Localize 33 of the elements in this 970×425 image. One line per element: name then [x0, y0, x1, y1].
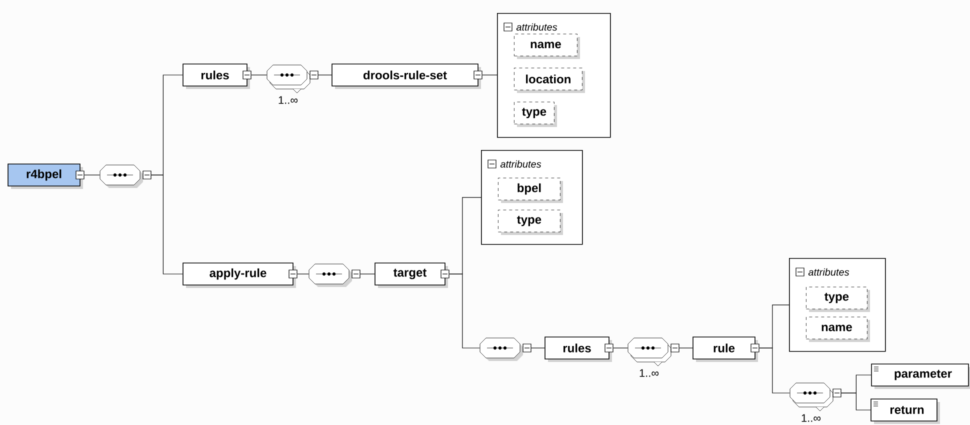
connector-line [759, 348, 790, 394]
element-box: rule [692, 336, 760, 362]
connector-line [449, 274, 480, 348]
connector-line [840, 392, 871, 410]
element-box: apply-rule [182, 262, 298, 288]
simple-element-box: parameter [871, 364, 970, 389]
sequence-compositor [308, 264, 360, 287]
sequence-compositor: 1..∞ [790, 382, 842, 422]
connector-line [251, 74, 268, 76]
element-box: target [374, 262, 450, 288]
attribute-box: type [498, 210, 563, 235]
node-label: 1..∞ [802, 414, 821, 422]
connector-line [318, 74, 332, 76]
element-box: drools-rule-set [332, 64, 482, 89]
attribute-box: type [806, 286, 870, 312]
attribute-box: bpel [498, 178, 563, 203]
attribute-box: name [806, 316, 870, 342]
element-box: rules [182, 64, 252, 89]
sequence-compositor [100, 164, 152, 188]
attribute-box: name [514, 34, 580, 59]
sequence-compositor: 1..∞ [266, 64, 318, 104]
connector-line [150, 174, 183, 274]
root-element-box: r4bpel [8, 164, 84, 189]
connector-line [84, 174, 100, 176]
connector-line [482, 74, 498, 76]
attribute-box: type [514, 102, 557, 127]
simple-element-box: return [870, 398, 940, 424]
element-box: rules [544, 336, 614, 362]
attribute-box: location [514, 68, 585, 93]
node-label: 1..∞ [278, 96, 298, 104]
node-label: 1..∞ [640, 369, 659, 377]
sequence-compositor [480, 338, 532, 361]
sequence-compositor: 1..∞ [628, 338, 680, 377]
